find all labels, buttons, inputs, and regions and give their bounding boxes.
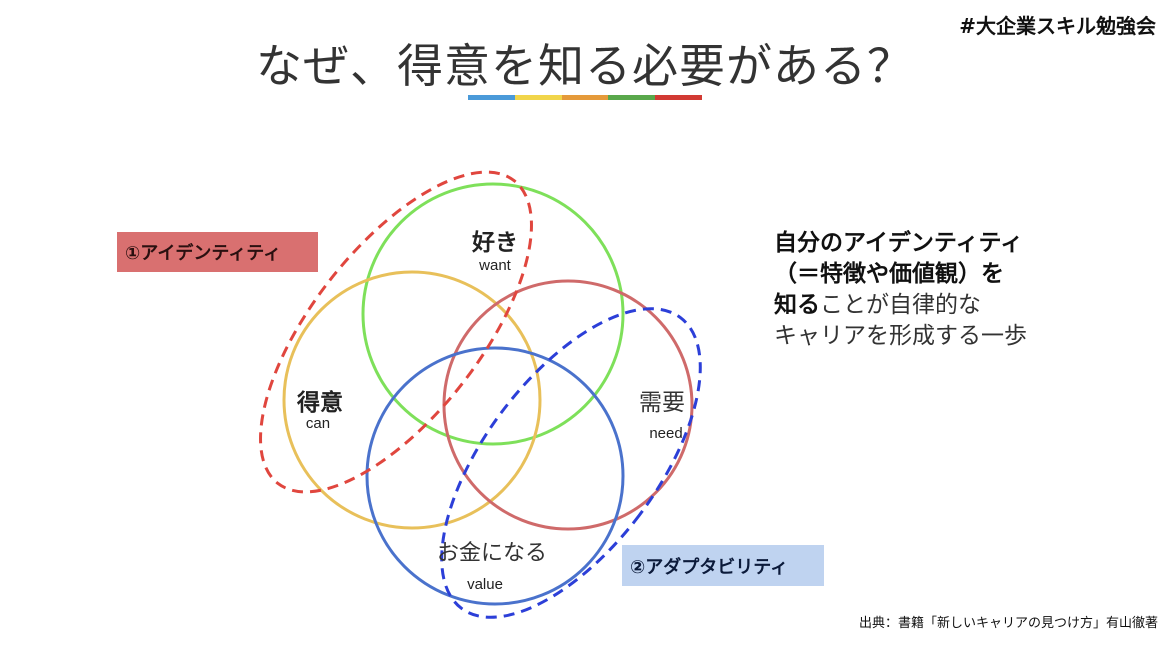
circle-want [361,182,625,446]
underline-segment-orange [561,95,609,100]
side-text-line2: （＝特徴や価値観）を [774,261,1004,287]
side-text-line1: 自分のアイデンティティ [774,230,1024,256]
adaptability-label-text: ②アダプタビリティ [630,556,789,578]
underline-segment-red [655,95,702,100]
side-text-line3: 知ることが自律的な [774,290,1027,321]
adaptability-label-box: ②アダプタビリティ [622,545,824,586]
underline-segment-yellow [514,95,562,100]
label-value: お金になる [437,541,547,566]
circle-can [282,270,542,530]
identity-label-box: ①アイデンティティ [117,232,318,272]
underline-segment-green [608,95,656,100]
side-text-line3-bold: 知る [774,292,820,318]
adaptability-dashed-ellipse [440,307,702,619]
sublabel-value: value [467,576,503,593]
side-text-line3-rest: ことが自律的な [820,292,981,318]
label-can: 得意 [296,389,343,416]
sublabel-can: can [306,415,330,432]
title-underline-bar [468,95,702,100]
side-explanation: 自分のアイデンティティ （＝特徴や価値観）を 知ることが自律的な キャリアを形成… [774,228,1027,352]
underline-segment-blue [468,95,515,100]
page-title: なぜ、得意を知る必要がある？ [256,39,914,93]
source-citation: 出典：書籍「新しいキャリアの見つけ方」有山徹著 [858,616,1158,631]
side-text-line4: キャリアを形成する一歩 [774,323,1027,349]
hashtag: #大企業スキル勉強会 [959,14,1156,38]
label-need: 需要 [639,390,685,416]
sublabel-want: want [478,257,512,274]
circle-value [365,346,625,606]
identity-dashed-ellipse [259,170,533,494]
sublabel-need: need [649,425,682,442]
identity-label-text: ①アイデンティティ [125,243,282,264]
label-want: 好き [471,230,518,256]
